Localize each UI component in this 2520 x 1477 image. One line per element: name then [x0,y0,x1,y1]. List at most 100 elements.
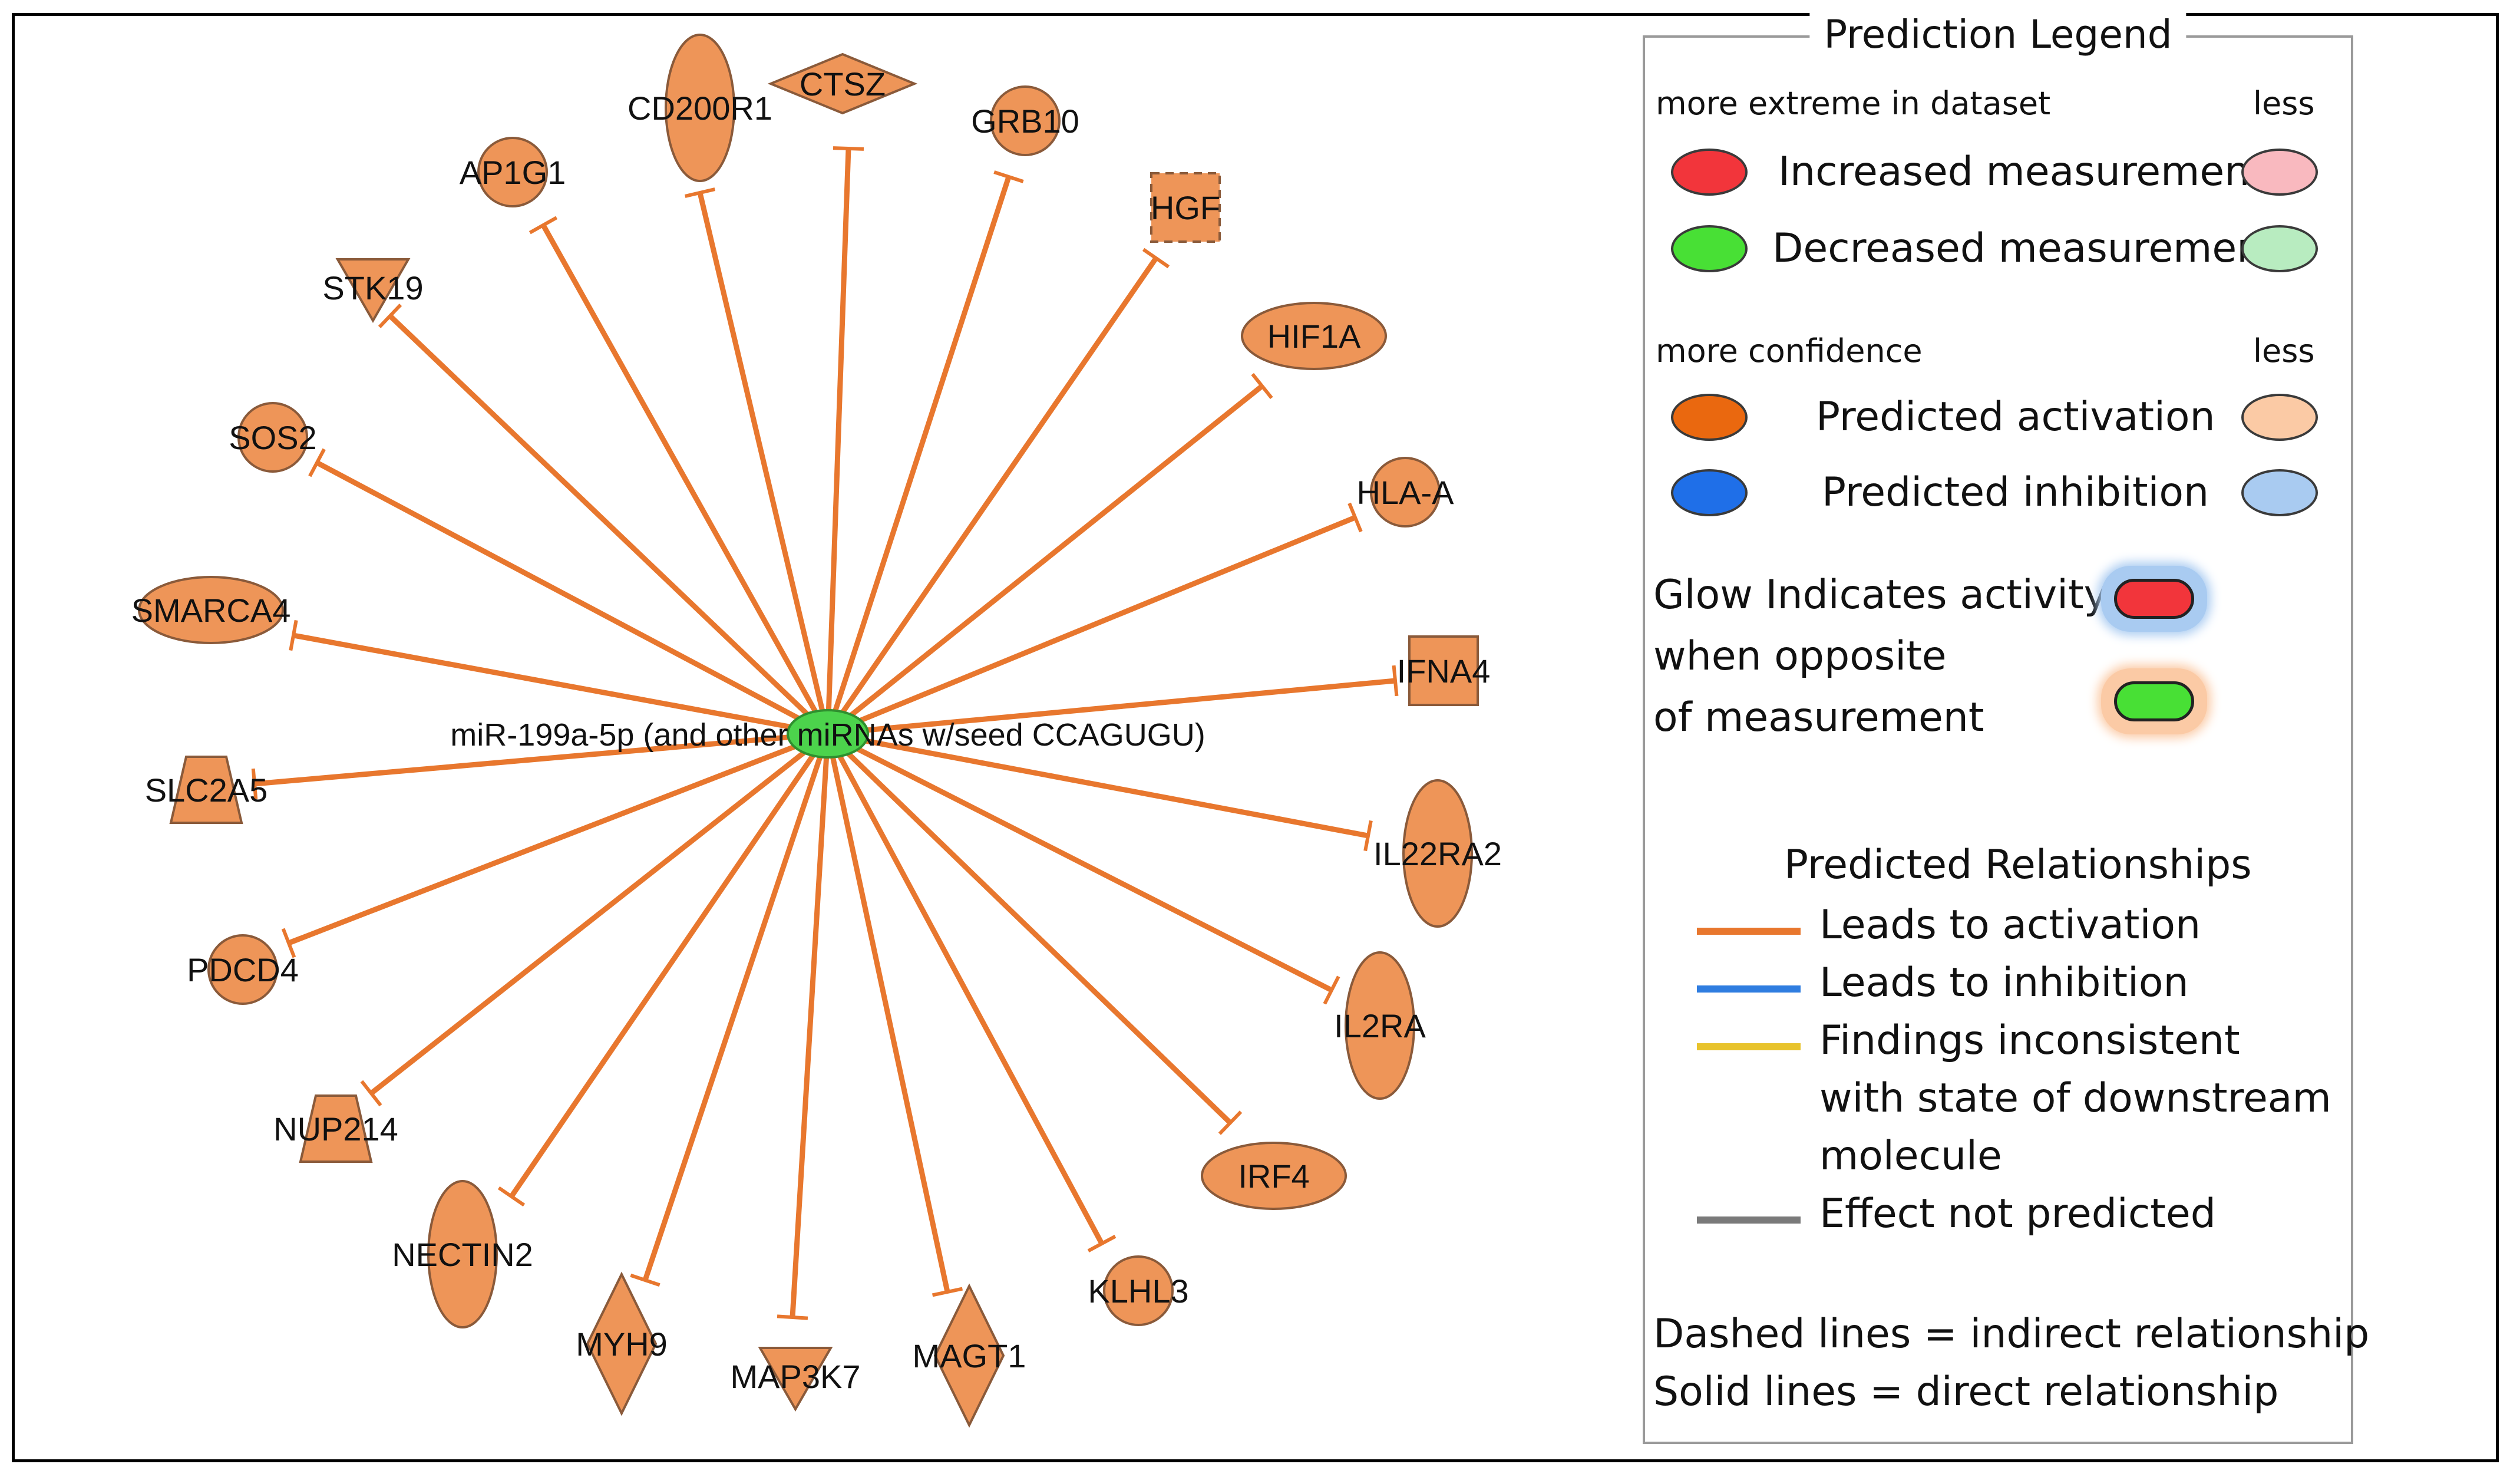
edge-bar-stk19 [378,304,402,328]
legend-leads-inhibition-label: Leads to inhibition [1819,960,2189,1006]
edge-bar-nectin2 [497,1186,526,1207]
node-shape-pdcd4 [207,934,278,1005]
legend-dashed-note: Dashed lines = indirect relationship [1653,1311,2370,1357]
node-shape-ap1g1 [477,137,548,207]
edge-hgf [825,256,1158,736]
node-label-hgf: HGF [1151,189,1220,226]
node-smarca4[interactable]: SMARCA4 [131,576,291,644]
legend-less-label: less [2253,85,2315,122]
legend-predicted-activation-label: Predicted activation [1816,394,2215,440]
edge-bar-klhl3 [1087,1235,1117,1252]
edge-hif1a [826,384,1264,736]
node-shape-grb10 [990,85,1061,156]
legend-title: Prediction Legend [1809,12,2187,57]
prediction-legend: Prediction Legend more extreme in datase… [1643,12,2369,1444]
edge-map3k7 [790,733,831,1318]
node-shape-sos2 [237,402,308,473]
edge-bar-sos2 [308,448,326,477]
node-il22ra2[interactable]: IL22RA2 [1373,779,1502,928]
decreased-weak-swatch [2241,225,2318,272]
node-ifna4[interactable]: IFNA4 [1397,635,1491,706]
node-pdcd4[interactable]: PDCD4 [187,934,299,1005]
node-label-cd200r1: CD200R1 [627,90,772,127]
node-label-ap1g1: AP1G1 [460,154,566,191]
node-grb10[interactable]: GRB10 [971,85,1079,156]
activation-strong-swatch [1671,394,1748,441]
edge-bar-slc2a5 [251,768,258,800]
node-label-hla-a: HLA-A [1357,474,1455,511]
center-node-shape[interactable] [787,709,869,759]
edge-bar-ctsz [833,146,864,151]
glow-green-swatch [2101,668,2207,734]
edge-nup214 [369,731,830,1096]
node-label-map3k7: MAP3K7 [731,1358,861,1395]
edge-klhl3 [825,732,1104,1245]
edge-grb10 [825,176,1012,735]
node-shape-hif1a [1241,302,1387,370]
edge-ifna4 [827,678,1396,737]
edge-hla-a [827,515,1356,737]
node-klhl3[interactable]: KLHL3 [1088,1255,1189,1326]
line-activation-sample [1697,928,1801,935]
glow-red-swatch [2101,566,2207,632]
edge-stk19 [388,314,830,736]
legend-increased-label: Increased measurement [1778,149,2265,195]
node-shape-il22ra2 [1402,779,1473,928]
node-shape-ifna4 [1408,635,1479,706]
edge-sos2 [315,460,830,736]
node-label-il22ra2: IL22RA2 [1373,835,1502,872]
edge-ctsz [825,148,851,734]
node-sos2[interactable]: SOS2 [229,402,317,473]
edge-bar-il22ra2 [1363,820,1373,852]
edge-bar-cd200r1 [685,187,715,198]
node-hif1a[interactable]: HIF1A [1241,302,1387,370]
node-shape-il2ra [1345,951,1415,1100]
node-label-stk19: STK19 [322,269,423,306]
edge-irf4 [825,731,1233,1125]
legend-glow-line-3: of measurement [1653,694,1984,741]
node-label-nup214: NUP214 [273,1110,398,1148]
node-nup214[interactable]: NUP214 [273,1094,398,1163]
node-hla-a[interactable]: HLA-A [1357,457,1455,528]
legend-glow-line-2: when opposite [1653,633,1947,680]
node-shape-klhl3 [1103,1255,1174,1326]
node-label-slc2a5: SLC2A5 [145,772,268,809]
figure-frame [12,13,2499,1462]
edge-smarca4 [293,632,828,737]
legend-glow-line-1: Glow Indicates activity [1653,572,2108,618]
node-shape-slc2a5 [169,756,243,824]
legend-findings-line-2: with state of downstream [1819,1075,2331,1122]
legend-leads-activation-label: Leads to activation [1819,902,2201,948]
node-label-ctsz: CTSZ [800,65,886,103]
node-shape-magt1 [933,1283,1005,1428]
node-shape-nup214 [299,1094,373,1163]
legend-solid-note: Solid lines = direct relationship [1653,1369,2279,1415]
edge-il2ra [826,731,1333,993]
legend-more-extreme-label: more extreme in dataset [1656,85,2051,122]
decreased-strong-swatch [1671,225,1748,272]
increased-weak-swatch [2241,149,2318,196]
node-label-myh9: MYH9 [576,1326,668,1363]
node-shape-hgf [1150,172,1221,243]
node-ctsz[interactable]: CTSZ [767,52,918,115]
node-irf4[interactable]: IRF4 [1201,1142,1347,1210]
edge-ap1g1 [541,223,830,736]
node-myh9[interactable]: MYH9 [576,1271,668,1416]
edges [251,146,1399,1320]
node-label-hif1a: HIF1A [1267,318,1361,355]
node-slc2a5[interactable]: SLC2A5 [145,756,268,824]
node-stk19[interactable]: STK19 [322,258,424,324]
edge-bar-magt1 [932,1287,963,1297]
node-shape-ctsz [767,52,918,115]
node-cd200r1[interactable]: CD200R1 [627,34,772,182]
node-hgf[interactable]: HGF [1150,172,1221,243]
node-label-il2ra: IL2RA [1334,1007,1426,1044]
node-ap1g1[interactable]: AP1G1 [460,137,566,207]
node-shape-smarca4 [138,576,284,644]
node-nectin2[interactable]: NECTIN2 [392,1180,533,1328]
node-label-ifna4: IFNA4 [1397,652,1491,690]
node-magt1[interactable]: MAGT1 [913,1283,1026,1428]
node-map3k7[interactable]: MAP3K7 [731,1347,861,1412]
node-il2ra[interactable]: IL2RA [1334,951,1426,1100]
